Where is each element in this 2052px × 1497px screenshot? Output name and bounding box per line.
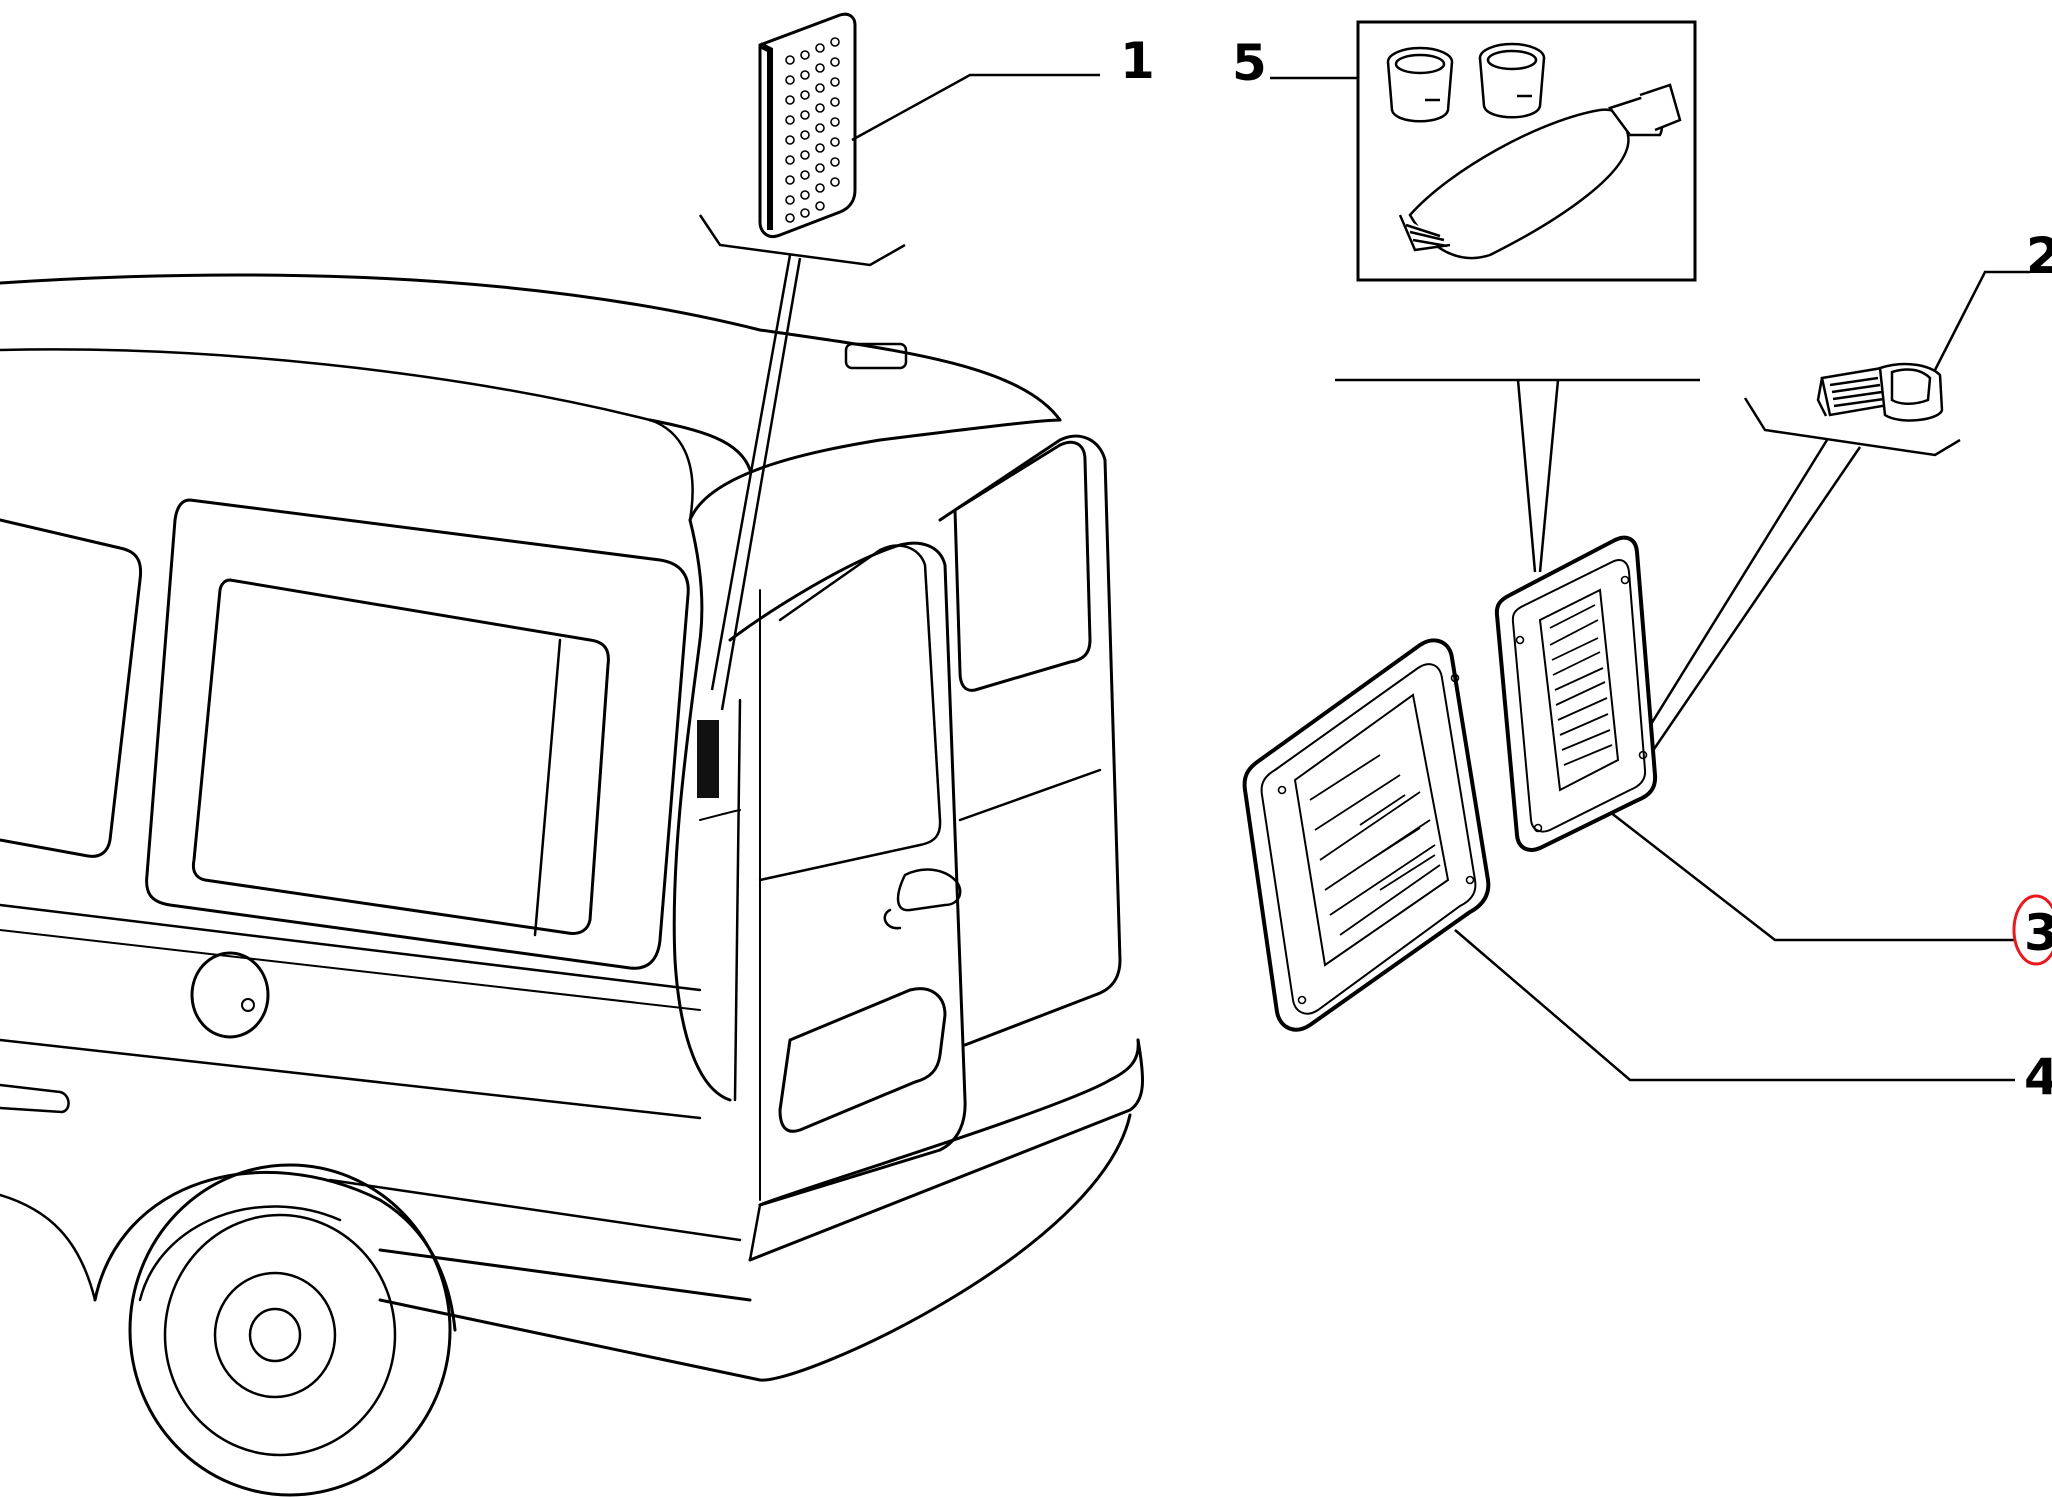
leader-line-3-up (1516, 379, 1537, 573)
callout-label-1: 1 (1120, 32, 1155, 90)
callout-label-5: 5 (1232, 34, 1267, 92)
leader-line-3 (1609, 811, 2015, 942)
clip-fastener-icon (1816, 362, 1944, 422)
leader-line-4 (1454, 929, 2015, 1082)
leader-line-1b-down (720, 257, 802, 711)
leader-bracket-1 (698, 214, 906, 267)
callout-label-3: 3 (2024, 904, 2052, 962)
van-rear-illustration (0, 273, 1144, 1497)
reflector-pad-icon (758, 12, 857, 238)
leader-line-3b-up (1538, 379, 1560, 573)
small-window-panel-icon (1494, 535, 1658, 852)
leader-line-1-down (710, 254, 792, 691)
callout-label-4: 4 (2024, 1048, 2052, 1106)
leader-line-2-down (1638, 439, 1829, 743)
callout-label-2: 2 (2026, 227, 2052, 285)
leader-line-1 (851, 73, 1100, 142)
highlight-circle-3 (2012, 894, 2052, 966)
adhesive-kit-icon (1356, 20, 1697, 282)
leader-line-2 (1933, 270, 2030, 371)
large-window-panel-icon (1242, 638, 1491, 1032)
leader-bracket-2 (1743, 397, 1961, 457)
leader-line-2b-down (1650, 446, 1862, 753)
